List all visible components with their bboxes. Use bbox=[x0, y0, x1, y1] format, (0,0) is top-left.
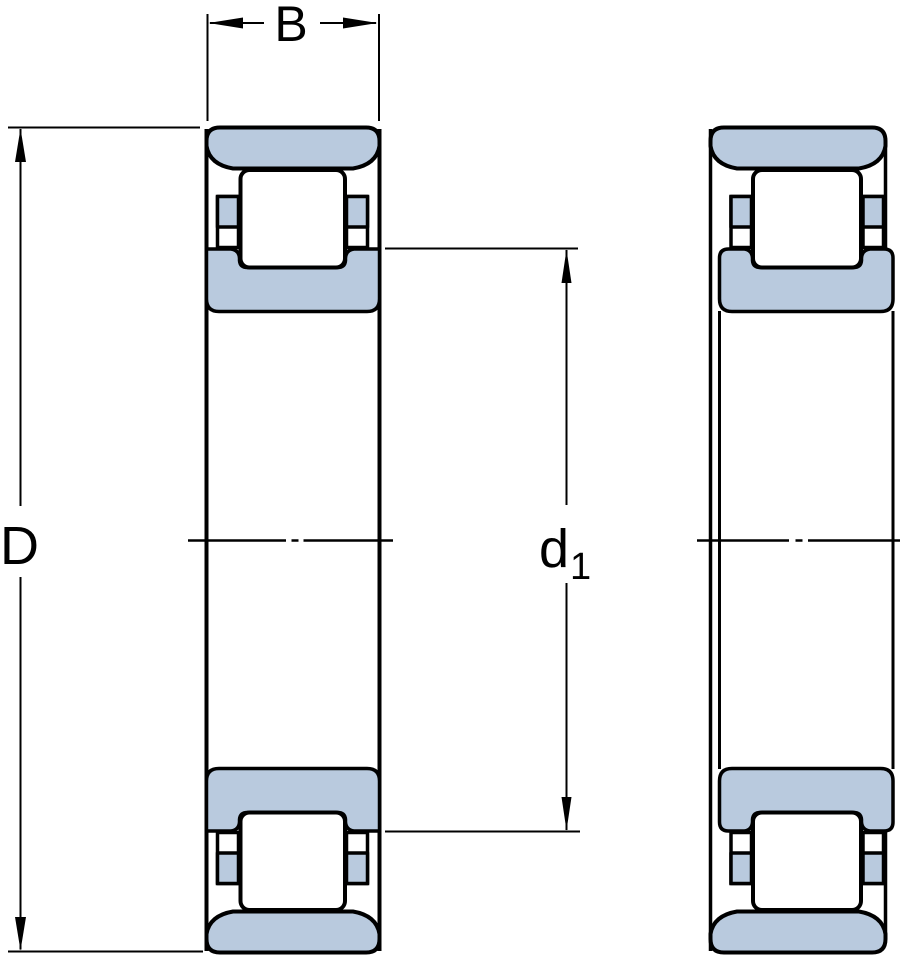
left-bearing-section-view bbox=[188, 125, 393, 955]
arrowhead-right-icon bbox=[343, 17, 378, 29]
left-bearing-upper-half bbox=[204, 125, 382, 314]
right-bearing-upper-half bbox=[708, 125, 895, 314]
arrowhead-up-icon bbox=[561, 249, 572, 283]
dimension-label-d1-subscript: 1 bbox=[570, 546, 591, 588]
arrowhead-down-icon bbox=[15, 917, 26, 951]
dimension-label-d1-base: d bbox=[539, 519, 569, 579]
dimension-label-b: B bbox=[274, 0, 307, 52]
right-bearing-section-view bbox=[697, 125, 900, 955]
dimension-label-d-outer: D bbox=[0, 516, 39, 576]
arrowhead-up-icon bbox=[15, 128, 26, 162]
dimension-d1: d 1 bbox=[385, 247, 591, 833]
arrowhead-left-icon bbox=[208, 17, 243, 29]
right-bearing-lower-half bbox=[708, 766, 895, 955]
left-bearing-lower-half bbox=[204, 766, 382, 955]
dimension-b: B bbox=[206, 0, 380, 121]
arrowhead-down-icon bbox=[561, 797, 572, 831]
dimension-d: D bbox=[0, 126, 203, 953]
